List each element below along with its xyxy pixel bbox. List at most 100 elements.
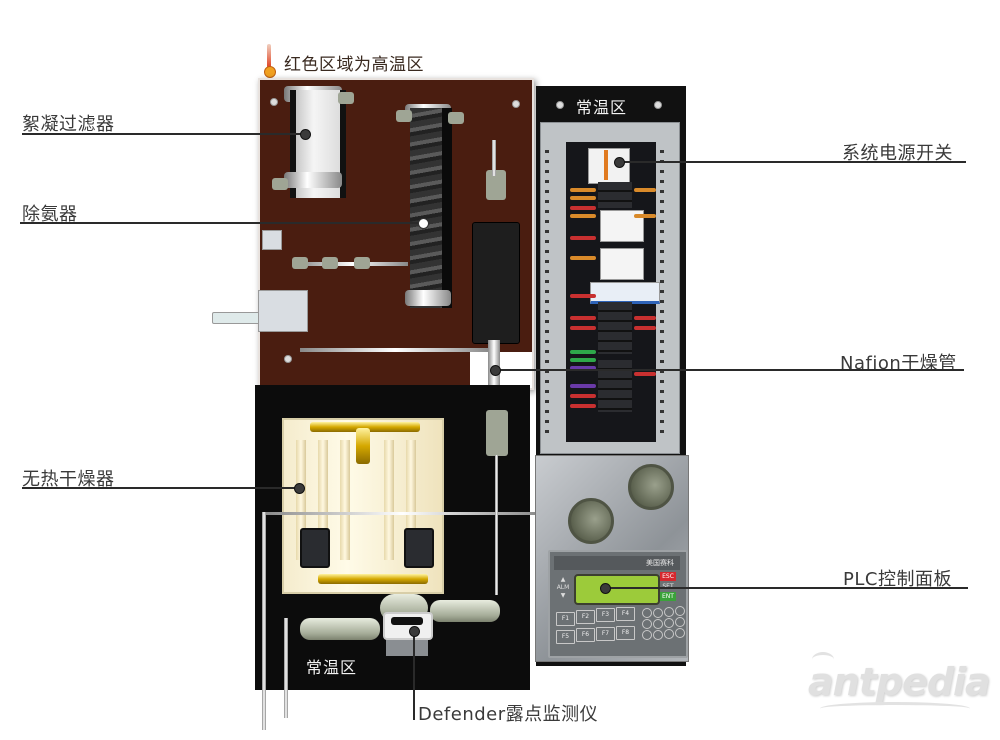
plc-control-panel: 美国赛科 ▲ ALM ▼ ESC SET ENT F1 F2 F3 F4 F5 … [548,550,688,658]
wire [634,372,656,376]
thermometer-icon [264,44,276,78]
dewpoint-sensor [383,612,433,640]
leader-line [22,133,304,135]
wire [570,236,596,240]
plc-f3-key[interactable]: F3 [596,608,615,622]
plc-set-button[interactable]: SET [660,582,676,591]
filter-fitting [338,92,354,104]
plc-num-key[interactable] [664,618,674,628]
wire [634,188,656,192]
plc-f1-key[interactable]: F1 [556,612,575,626]
wire [634,214,656,218]
dryer-tube [340,440,350,560]
wire [570,214,596,218]
plc-num-key[interactable] [675,628,685,638]
wire [570,326,596,330]
tube [262,512,266,730]
watermark-logo: antpedia [808,660,991,704]
callout-anchor [600,583,611,594]
watermark-arc [812,652,834,667]
wire [570,404,596,408]
plc-up-button[interactable]: ▲ [560,576,566,583]
nafion-dryer-housing [472,222,520,344]
callout-anchor [614,157,625,168]
terminal-block [598,360,632,412]
callout-anchor [490,365,501,376]
plc-ent-button[interactable]: ENT [660,592,676,601]
tube-fitting [292,257,308,269]
leader-line [604,587,968,589]
plc-num-key[interactable] [675,606,685,616]
callout-dewpoint-monitor: Defender露点监测仪 [418,704,599,725]
wire [570,294,596,298]
brass-tee [356,428,370,464]
leader-line [413,630,415,720]
dryer-tube [318,440,328,560]
plc-f4-key[interactable]: F4 [616,607,635,621]
callout-anchor [409,626,420,637]
din-rail [545,150,549,440]
plc-brand: 美国赛科 [646,559,674,567]
plc-num-key[interactable] [664,629,674,639]
solenoid-valve [404,528,434,568]
plc-f7-key[interactable]: F7 [596,627,615,641]
dryer-tube [384,440,394,560]
plc-num-key[interactable] [642,608,652,618]
tube [300,348,490,352]
flow-knob[interactable] [628,464,674,510]
screw [270,98,278,106]
normal-zone-label-top: 常温区 [576,98,628,117]
gas-cylinder-left [300,618,380,640]
filter-bottom-cap [284,172,342,188]
leader-line [20,222,422,224]
plc-f8-key[interactable]: F8 [616,626,635,640]
terminal-block [598,182,632,208]
plc-alm-button[interactable]: ALM [556,584,570,591]
bracket [262,230,282,250]
wire [570,206,596,210]
wire [570,384,596,388]
callout-anchor [418,218,429,229]
plc-num-key[interactable] [653,630,663,640]
wire [570,196,596,200]
flow-knob[interactable] [568,498,614,544]
plc-f6-key[interactable]: F6 [576,628,595,642]
plc-f2-key[interactable]: F2 [576,610,595,624]
inlet-block [258,290,308,332]
plc-num-key[interactable] [653,619,663,629]
plc-num-key[interactable] [675,617,685,627]
dryer-tube [406,440,416,560]
tube-fitting [322,257,338,269]
dewpoint-sensor-base [386,636,428,656]
leader-line [620,161,966,163]
callout-ammonia-remover: 除氨器 [22,204,78,225]
plc-esc-button[interactable]: ESC [660,572,676,581]
leader-line [22,487,298,489]
tube [262,512,542,515]
power-breaker [588,148,630,184]
callout-power-switch: 系统电源开关 [842,143,953,164]
plc-f5-key[interactable]: F5 [556,630,575,644]
callout-anchor [294,483,305,494]
brass-manifold-top [310,422,420,432]
plc-lcd-screen [574,574,660,605]
plc-num-key[interactable] [653,608,663,618]
plc-num-key[interactable] [664,607,674,617]
separator-fitting [486,410,508,456]
plc-num-key[interactable] [642,630,652,640]
plc-down-button[interactable]: ▼ [560,592,566,599]
plc-num-key[interactable] [642,619,652,629]
leader-line [494,369,964,371]
solenoid-valve [300,528,330,568]
callout-nafion-dryer: Nafion干燥管 [840,353,957,374]
terminal-block [598,302,632,354]
column-bottom-cap [405,290,451,306]
plc-alm-group: ▲ ALM ▼ [556,576,570,600]
din-rail [660,150,664,440]
wire [634,316,656,320]
relay [600,248,644,280]
watermark-swoosh [820,702,970,715]
tube [298,262,408,266]
dryer-tube [296,440,306,560]
wire [570,350,596,354]
